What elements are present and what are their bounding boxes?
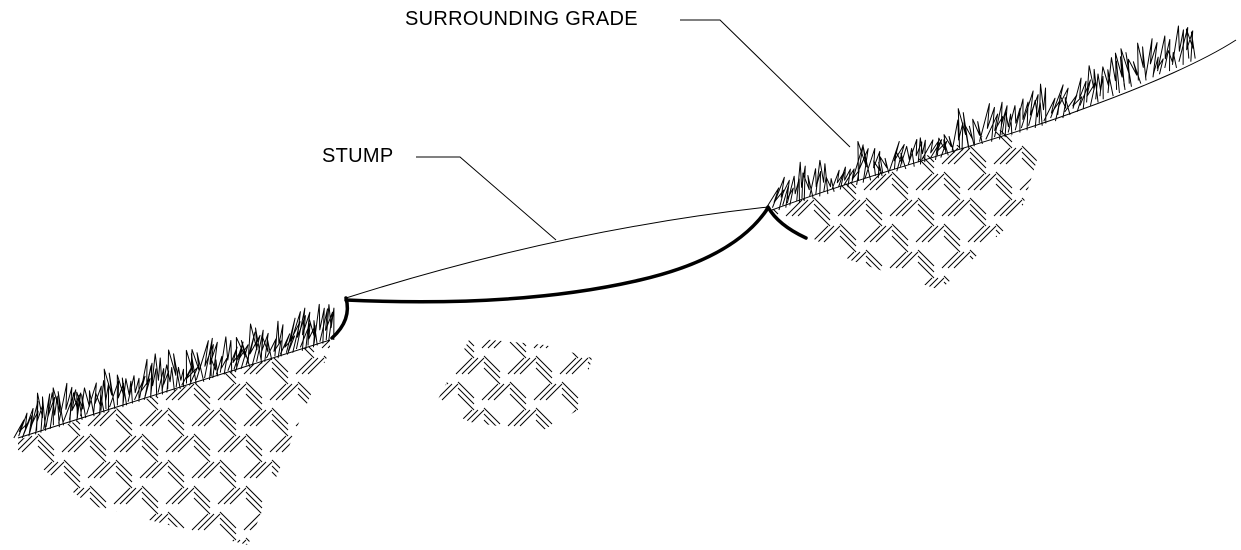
grass-left	[13, 303, 335, 439]
stump-top-line	[345, 206, 769, 299]
stump-bottom-curve	[344, 206, 770, 304]
soil-hatch-middle	[435, 338, 592, 432]
stump-cut-left	[330, 296, 350, 340]
ground-line-right	[771, 39, 1237, 211]
surrounding-grade-leader	[680, 19, 851, 148]
stump-label: STUMP	[322, 145, 394, 167]
grass-right	[764, 25, 1196, 211]
ground-line-left	[17, 339, 331, 439]
stump-cut-right	[766, 205, 808, 240]
soil-hatch-left	[18, 340, 330, 545]
stump-leader	[416, 156, 557, 241]
surrounding-grade-label: SURROUNDING GRADE	[405, 8, 638, 30]
